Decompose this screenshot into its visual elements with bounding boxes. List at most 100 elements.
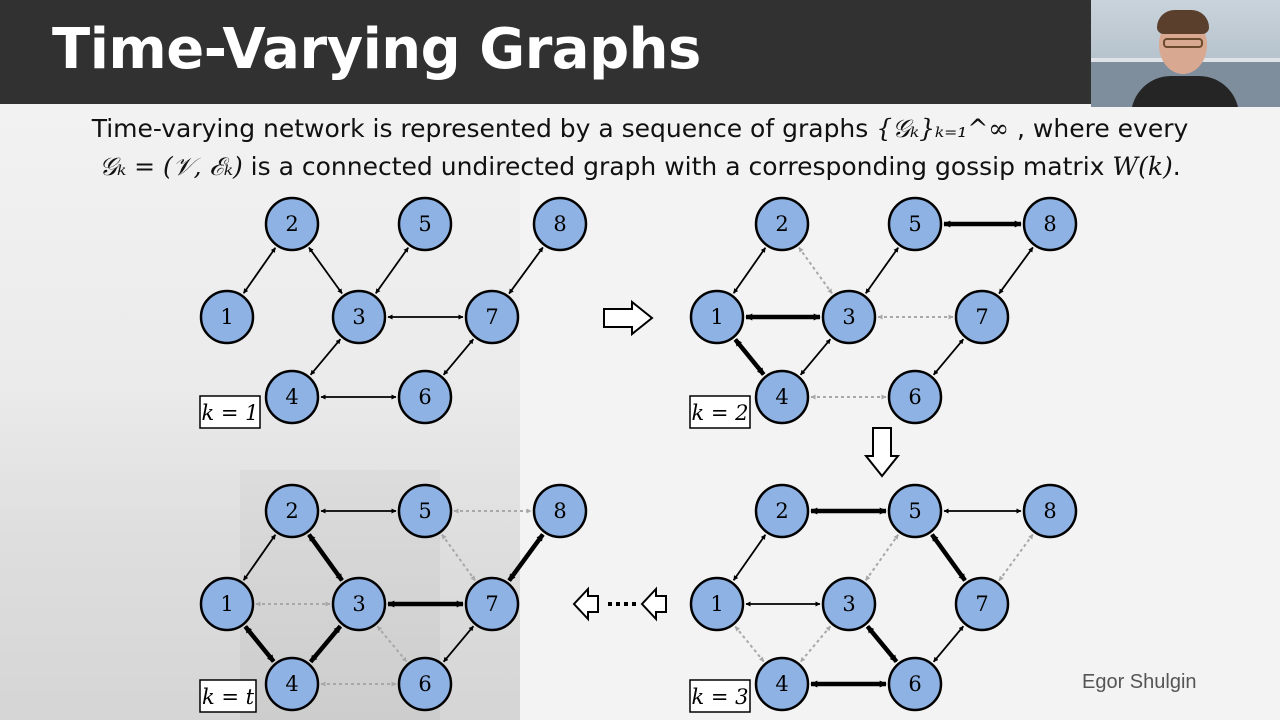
node-4: 4 [754,656,810,712]
node-circle [1022,483,1078,539]
node-circle [754,369,810,425]
node-label: 8 [553,499,566,523]
node-label: 3 [352,592,365,616]
edge-3-6-thick [865,624,899,664]
node-circle [464,289,520,345]
node-label: 7 [975,305,988,329]
edge-3-6-dotted [376,625,408,663]
transition-arrow-down [863,427,901,478]
node-label: 1 [220,592,233,616]
node-2: 2 [754,196,810,252]
node-label: 4 [775,385,788,409]
step-label: k = 3 [689,679,751,713]
edge-3-5-thin [375,247,409,294]
description-text: . [1172,152,1181,181]
node-circle [264,196,320,252]
edge-7-8-thin [508,246,544,295]
node-3: 3 [331,289,387,345]
step-label: k = 1 [199,395,261,429]
node-circle [954,576,1010,632]
node-5: 5 [397,196,453,252]
step-label-box [199,679,257,713]
presenter-webcam [1091,0,1280,107]
node-circle [331,289,387,345]
node-circle [264,483,320,539]
node-4: 4 [264,656,320,712]
node-1: 1 [199,576,255,632]
edge-3-4-thin [799,338,832,376]
step-label-box [199,395,261,429]
node-3: 3 [821,576,877,632]
edge-1-2-thin [242,247,277,294]
description-line-1: Time-varying network is represented by a… [0,114,1280,144]
node-7: 7 [464,289,520,345]
node-5: 5 [887,483,943,539]
title-bar: Time-Varying Graphs [0,0,1280,104]
edge-1-4-thick [243,625,276,663]
node-label: 2 [775,212,788,236]
node-8: 8 [1022,483,1078,539]
node-circle [532,483,588,539]
node-label: 7 [975,592,988,616]
node-label: 2 [775,499,788,523]
node-6: 6 [887,369,943,425]
node-3: 3 [331,576,387,632]
description-text: Time-varying network is represented by a… [91,114,877,143]
node-label: 1 [710,305,723,329]
presenter-glasses [1163,38,1203,48]
node-label: 6 [418,672,431,696]
node-circle [331,576,387,632]
edge-7-8-dotted [998,533,1034,582]
node-label: 8 [553,212,566,236]
edge-7-8-thick [507,533,545,582]
step-label-box [689,679,751,713]
node-circle [754,196,810,252]
edge-3-4-thick [308,624,343,664]
node-circle [887,656,943,712]
step-label: k = 2 [689,395,751,429]
step-label-text: k = t [202,685,255,709]
edge-1-2-thin [242,534,277,581]
graph-sequence-math: {𝒢ₖ}ₖ₌₁^∞ [876,114,1010,143]
node-1: 1 [199,289,255,345]
node-label: 1 [220,305,233,329]
edge-3-4-thin [309,338,342,376]
node-7: 7 [464,576,520,632]
node-label: 6 [908,385,921,409]
edge-6-7-thin [442,338,475,376]
node-label: 3 [842,592,855,616]
node-label: 3 [842,305,855,329]
node-label: 6 [418,385,431,409]
node-label: 2 [285,499,298,523]
node-label: 6 [908,672,921,696]
node-1: 1 [689,576,745,632]
slide-title: Time-Varying Graphs [52,17,701,82]
node-circle [887,196,943,252]
node-circle [754,656,810,712]
edge-7-8-thin [998,246,1034,295]
node-circle [532,196,588,252]
edge-6-7-thin [442,625,475,663]
node-label: 5 [418,212,431,236]
node-2: 2 [754,483,810,539]
step-label-text: k = 1 [201,401,258,425]
node-4: 4 [754,369,810,425]
edge-1-4-thick [733,338,766,376]
step-label: k = t [199,679,257,713]
node-circle [954,289,1010,345]
gossip-matrix-math: W(k) [1112,152,1173,181]
node-label: 7 [485,305,498,329]
edge-5-7-thick [930,533,967,582]
description-line-2: 𝒢ₖ = (𝒱, ℰₖ) is a connected undirected g… [0,152,1280,182]
edge-3-5-thin [865,247,899,294]
node-8: 8 [532,483,588,539]
graph-definition-math: 𝒢ₖ = (𝒱, ℰₖ) [99,152,243,181]
node-circle [754,483,810,539]
graph-panel-3: 1 2 3 4 5 6 7 8 k = 3 [689,483,1078,713]
transition-arrow-left-head-1 [640,586,667,622]
node-7: 7 [954,576,1010,632]
node-6: 6 [397,656,453,712]
node-label: 4 [775,672,788,696]
